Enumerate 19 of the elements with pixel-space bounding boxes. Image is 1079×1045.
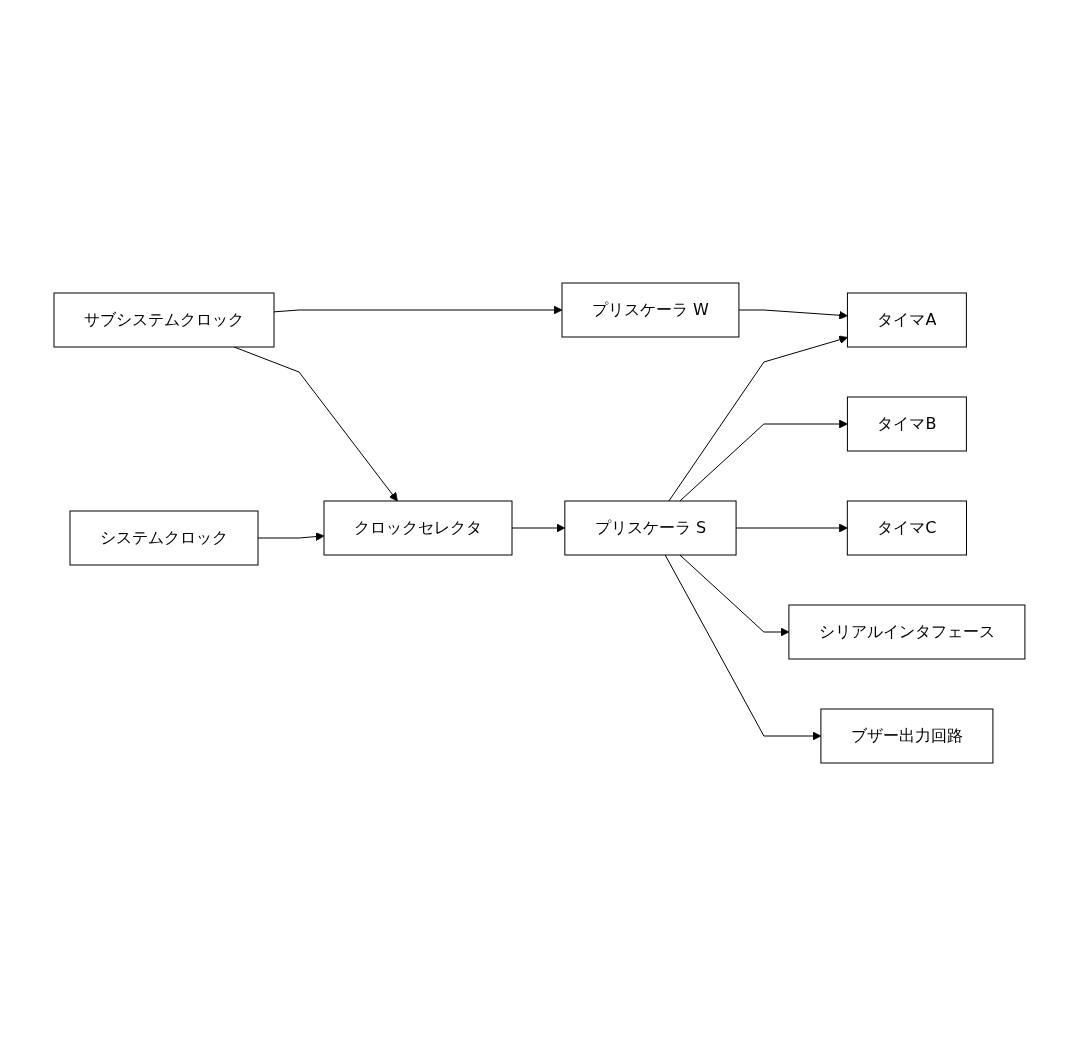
node-box: システムクロック [69, 510, 259, 565]
node-box: プリスケーラ W [561, 282, 740, 337]
arrow [668, 335, 848, 501]
arrow [257, 531, 325, 541]
arrow [735, 523, 848, 532]
arrow [511, 523, 566, 532]
node-box: タイマB [846, 396, 967, 451]
node-box: シリアルインタフェース [788, 604, 1026, 659]
node-box: タイマA [847, 292, 967, 347]
arrow [664, 554, 822, 740]
node-box: プリスケーラ S [564, 500, 737, 555]
node-box: サブシステムクロック [53, 292, 275, 347]
node-box: クロックセレクタ [323, 500, 513, 555]
arrow [738, 309, 848, 320]
arrow [679, 419, 848, 501]
arrow [273, 305, 563, 314]
arrow [679, 554, 790, 636]
node-box: タイマC [846, 500, 968, 555]
node-box: ブザー出力回路 [820, 708, 994, 763]
